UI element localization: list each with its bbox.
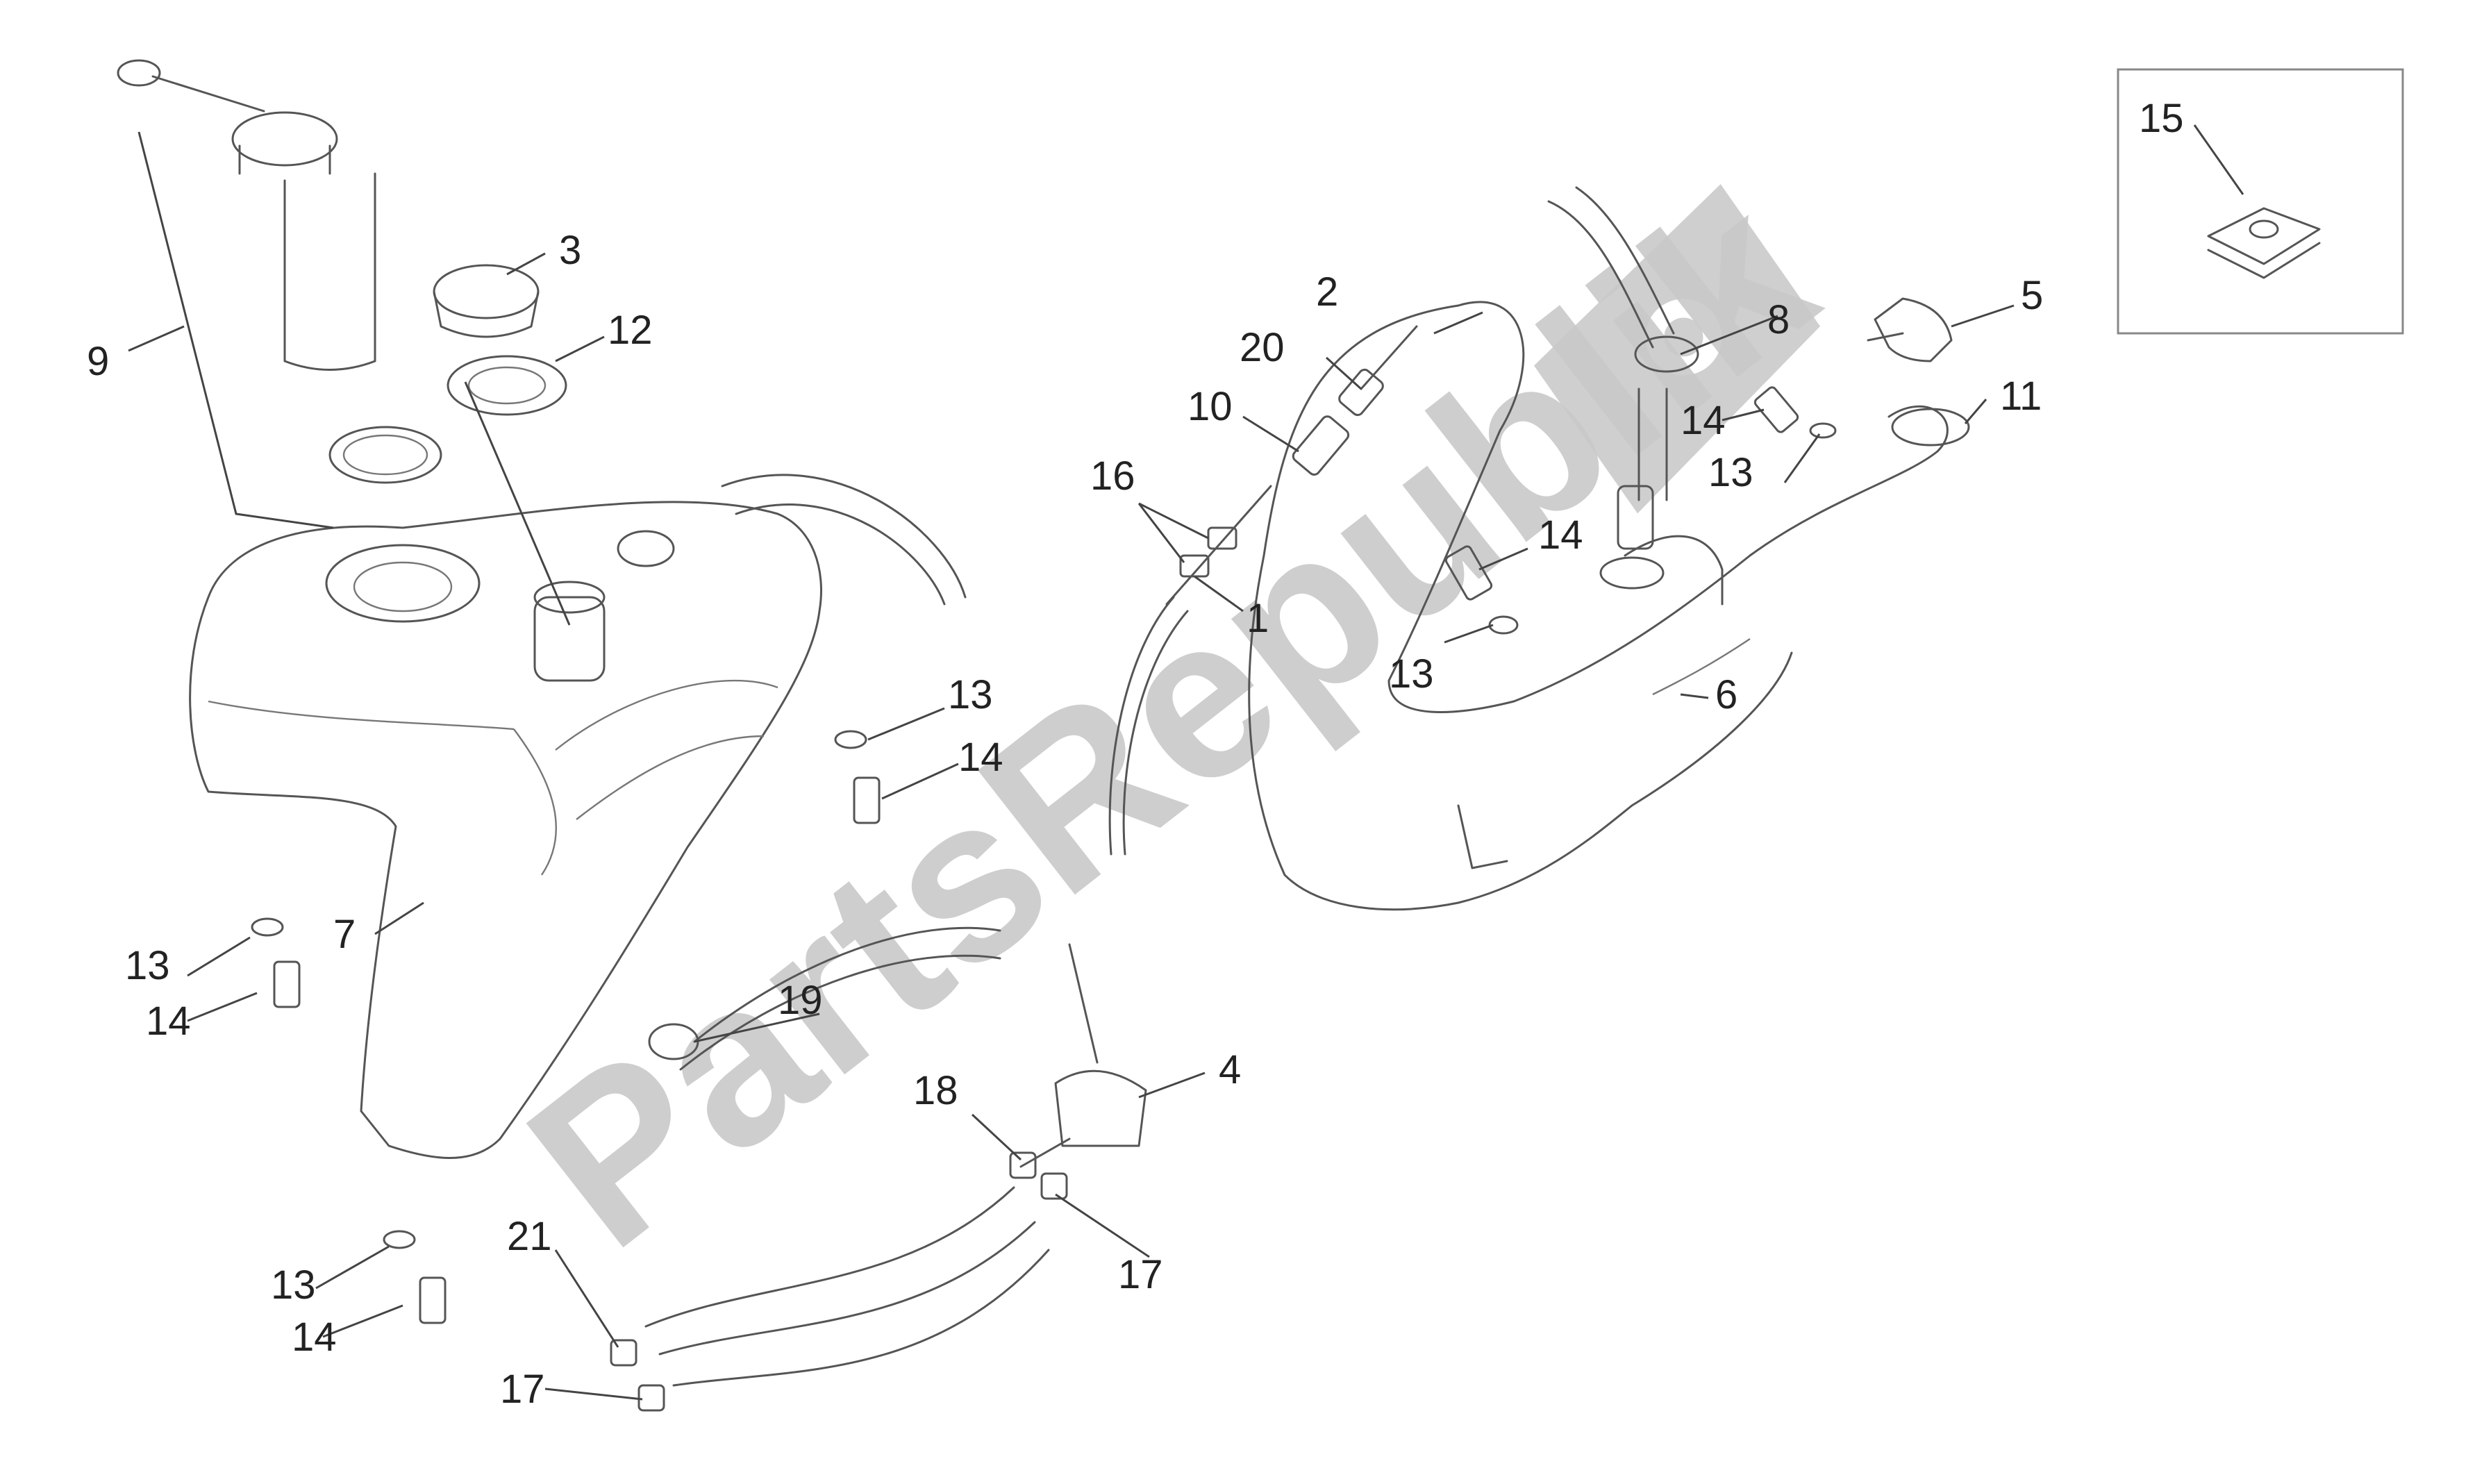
callout-13-tank-bottom: 13 (271, 1262, 316, 1308)
oil-tank[interactable] (1248, 301, 1949, 911)
hose-clamp-21[interactable] (610, 1339, 637, 1367)
callout-19: 19 (778, 978, 823, 1023)
clip-nut[interactable] (2207, 207, 2321, 279)
callout-13-oil-tank: 13 (1389, 651, 1434, 697)
callout-20: 20 (1240, 325, 1285, 370)
callout-3: 3 (559, 228, 581, 273)
callout-12: 12 (608, 308, 653, 353)
callout-7: 7 (333, 912, 356, 957)
callout-11: 11 (2000, 374, 2042, 419)
bolt-right-tank[interactable] (834, 730, 881, 824)
callout-5: 5 (2021, 273, 2043, 318)
bolt-oil-tank[interactable] (1444, 385, 1837, 635)
cap-gasket[interactable] (447, 355, 567, 416)
callout-14-tank-left: 14 (146, 999, 191, 1044)
callout-8: 8 (1767, 297, 1790, 342)
watermark-text: PartsRepublik (483, 144, 1858, 1297)
filler-neck[interactable] (117, 59, 442, 484)
bolt-left-lower[interactable] (251, 917, 301, 1008)
oil-level-sensor[interactable] (1547, 186, 1699, 501)
callout-14-tank-right: 14 (958, 735, 1003, 780)
callout-1: 1 (1247, 596, 1269, 641)
callout-9: 9 (87, 339, 109, 384)
fuel-tap[interactable] (1019, 943, 1147, 1168)
callout-4: 4 (1219, 1047, 1241, 1092)
callout-14-oil-filler: 14 (1681, 398, 1726, 443)
callout-10: 10 (1187, 384, 1233, 429)
callout-14-tank-bottom: 14 (292, 1315, 337, 1360)
vacuum-hose[interactable] (679, 926, 1001, 1071)
callout-6: 6 (1715, 672, 1737, 717)
oil-filler-cap[interactable] (1867, 297, 1953, 362)
gear-flag-icon (1533, 184, 1821, 514)
callout-18: 18 (913, 1068, 958, 1113)
hose-clamp-17-lower[interactable] (637, 1384, 665, 1412)
callout-21: 21 (507, 1214, 552, 1259)
fuel-tank[interactable] (189, 474, 967, 1159)
callout-13-oil-filler: 13 (1708, 450, 1753, 495)
callout-14-oil-tank: 14 (1538, 512, 1583, 558)
bolt-left-bottom[interactable] (383, 1230, 447, 1324)
oil-filler-gasket[interactable] (1891, 408, 1970, 447)
hose-clamp-18[interactable] (1009, 1151, 1037, 1179)
fuel-cap[interactable] (433, 264, 540, 338)
throttle-cable[interactable] (1108, 325, 1418, 856)
inset-clip-box (2117, 68, 2404, 335)
callout-2: 2 (1316, 269, 1338, 315)
callout-17-lower: 17 (500, 1367, 545, 1412)
fuel-hose[interactable] (644, 1186, 1050, 1387)
callout-13-tank-left: 13 (125, 943, 170, 988)
callout-labels: 1 2 3 4 5 6 7 8 9 10 11 12 13 13 13 13 1… (87, 96, 2184, 1412)
hose-clamp-17-upper[interactable] (1040, 1172, 1068, 1200)
leader-lines (128, 124, 2244, 1401)
callout-13-tank-right: 13 (948, 672, 993, 717)
callout-15: 15 (2139, 96, 2184, 141)
callout-16: 16 (1090, 453, 1135, 499)
callout-17-upper: 17 (1118, 1252, 1163, 1297)
watermark: PartsRepublik (483, 144, 1858, 1297)
